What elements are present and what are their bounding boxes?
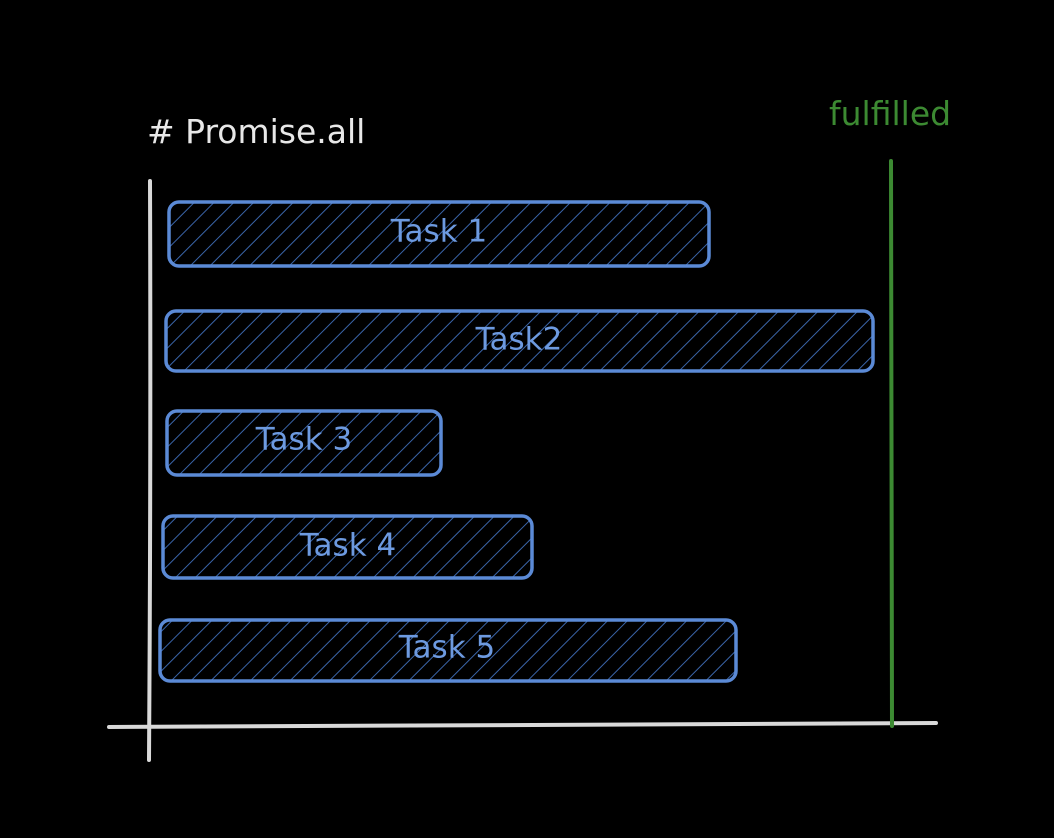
task-bar-2-label: Task2: [475, 322, 563, 358]
task-bar-3-label: Task 3: [255, 422, 352, 458]
task-bar-4: Task 4: [161, 514, 534, 580]
task-bar-2-shape: [164, 309, 875, 373]
task-bar-5: Task 5: [158, 618, 738, 683]
task-bar-5-shape: [158, 618, 738, 683]
task-bar-1-label: Task 1: [390, 214, 487, 250]
fulfilled-line: [889, 159, 894, 728]
task-bar-3-shape: [165, 409, 443, 477]
y-axis: [147, 179, 153, 762]
fulfilled-label: fulfilled: [829, 94, 951, 133]
x-axis: [107, 721, 938, 729]
task-bar-4-label: Task 4: [299, 528, 396, 564]
task-bar-1: Task 1: [167, 200, 711, 268]
axes: [107, 179, 938, 762]
task-bar-1-shape: [167, 200, 711, 268]
task-bar-3: Task 3: [165, 409, 443, 477]
diagram-title: # Promise.all: [147, 112, 365, 151]
task-bar-2: Task2: [164, 309, 875, 373]
task-bar-5-label: Task 5: [398, 630, 495, 666]
task-bar-4-shape: [161, 514, 534, 580]
